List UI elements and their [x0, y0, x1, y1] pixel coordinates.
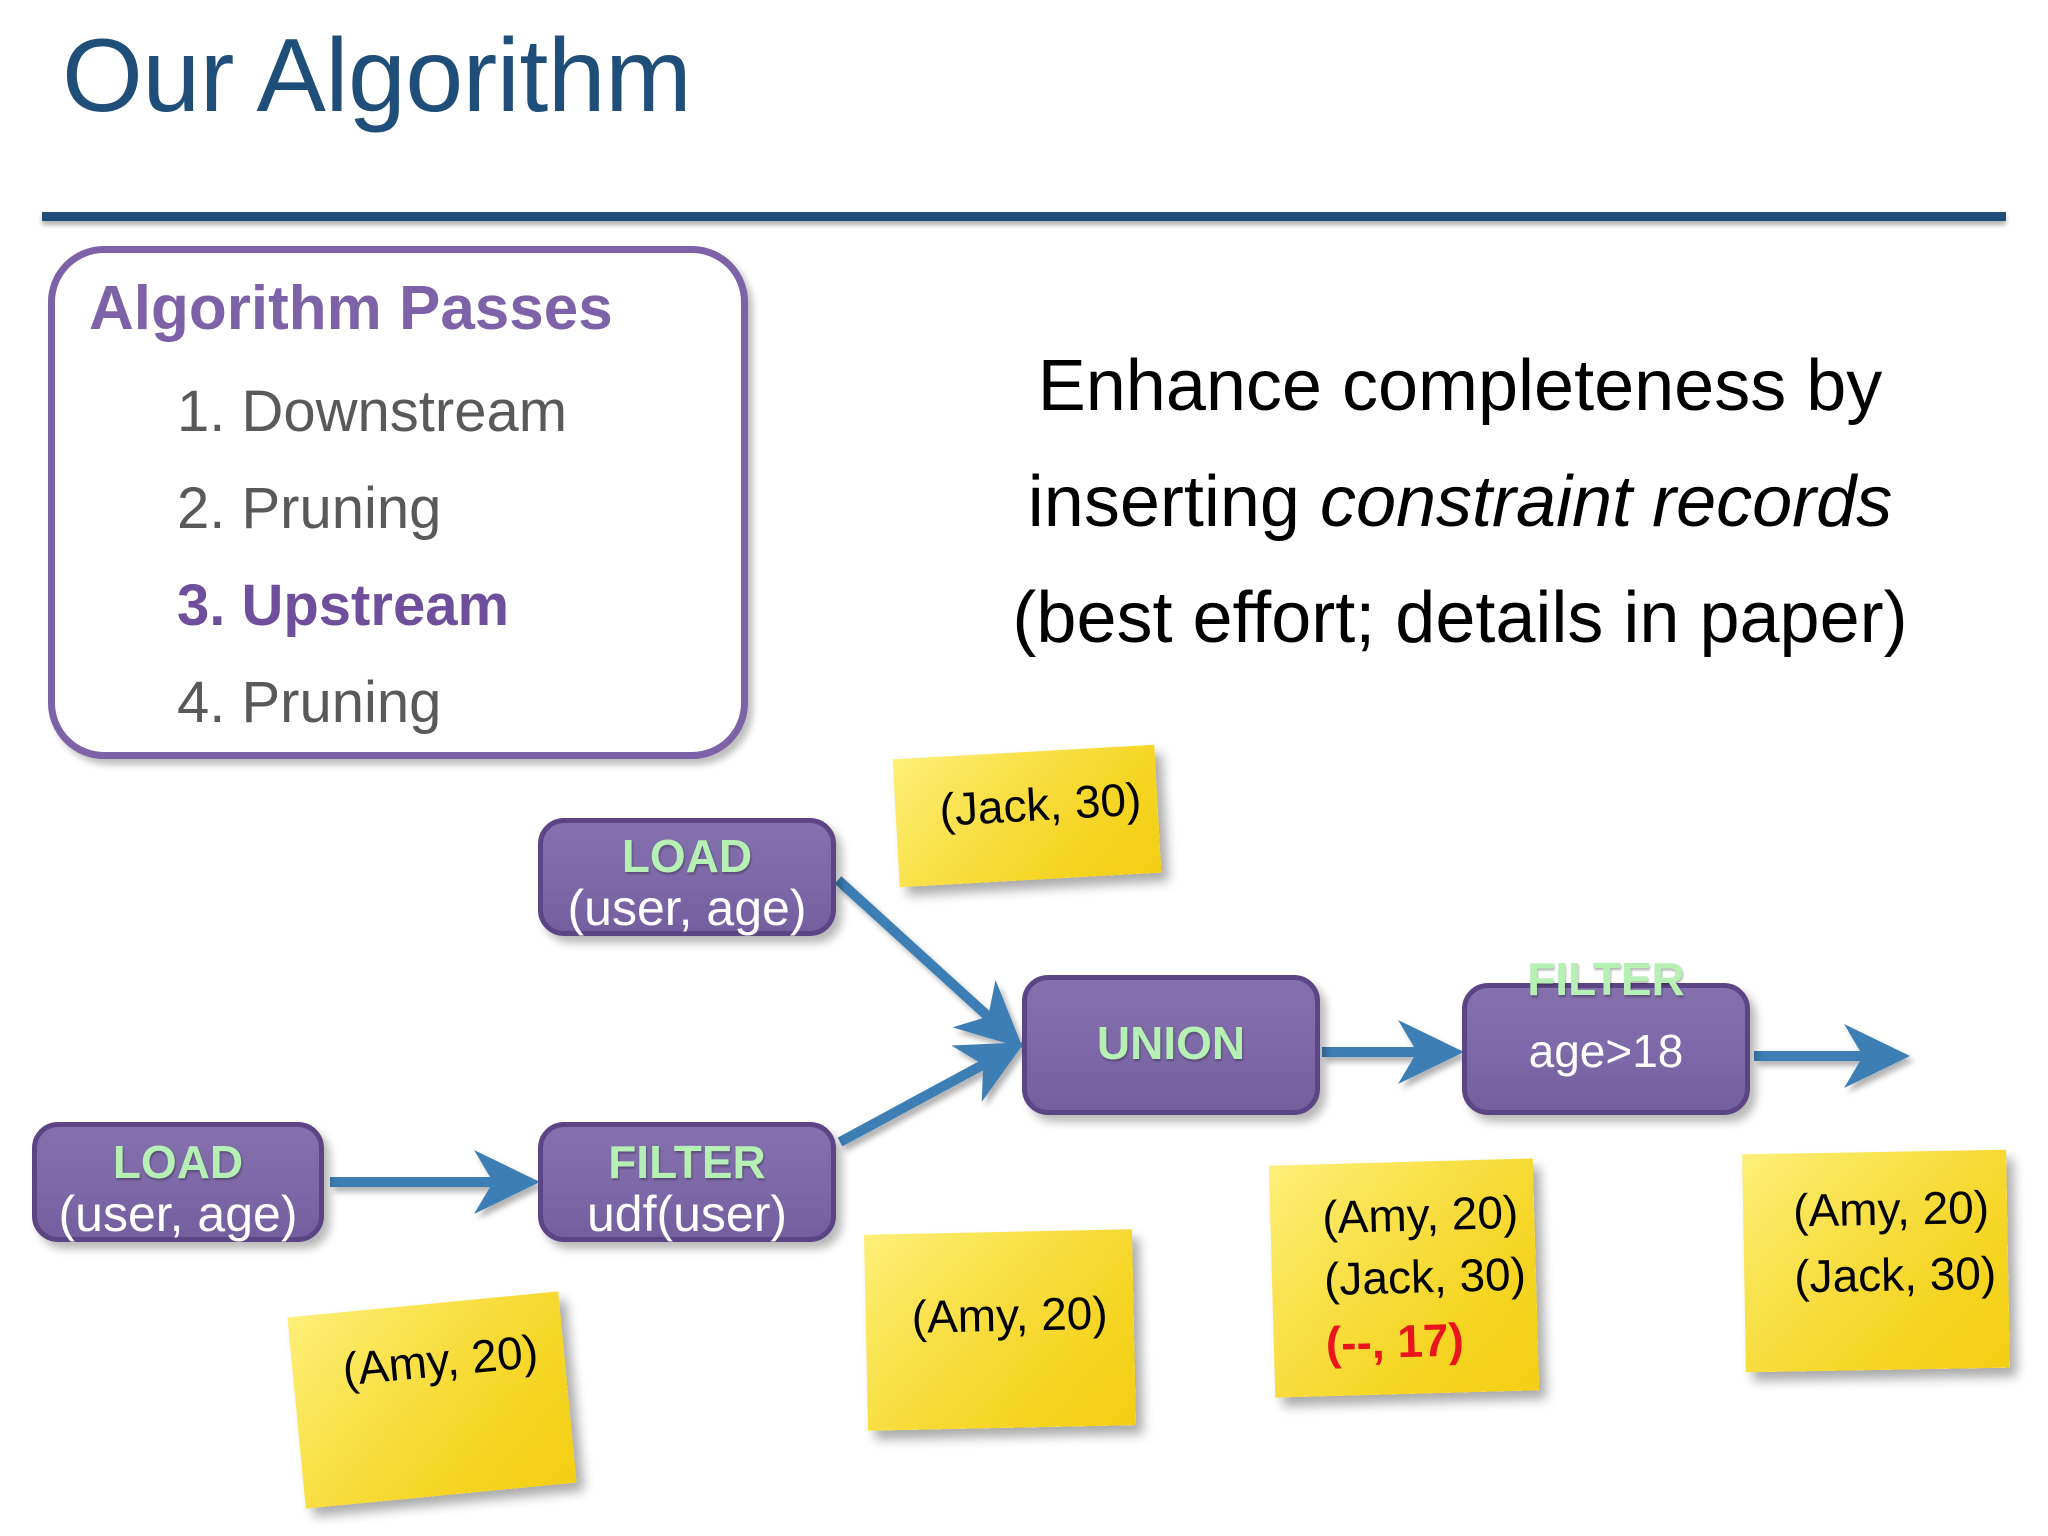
node-filter-udf[interactable]: FILTER udf(user) [538, 1122, 836, 1242]
node-filter-udf-argument: udf(user) [586, 1186, 788, 1242]
statement-line-2-emphasis: constraint records [1319, 462, 1893, 542]
arrow-filter-to-union [837, 1042, 1025, 1147]
sticky-note-jack: (Jack, 30) [892, 744, 1162, 888]
sticky-note-line: (Amy, 20) [1321, 1185, 1519, 1244]
node-filter-age-argument: age>18 [1528, 1025, 1684, 1077]
title-divider [42, 212, 2006, 221]
sticky-note-line: (Jack, 30) [1323, 1247, 1527, 1306]
sticky-note-line: (Jack, 30) [1793, 1246, 1997, 1303]
node-load-bottom-argument: (user, age) [58, 1186, 298, 1242]
sticky-note-amy-filter: (Amy, 20) [863, 1229, 1137, 1431]
algorithm-passes-panel: Algorithm Passes 1. Downstream 2. Prunin… [48, 246, 748, 759]
node-union-operator: UNION [1096, 1017, 1246, 1069]
node-filter-age[interactable]: FILTER age>18 [1462, 953, 1750, 1115]
sticky-note-amy-load: (Amy, 20) [287, 1291, 577, 1509]
node-load-top-argument: (user, age) [567, 880, 807, 936]
algorithm-passes-heading: Algorithm Passes [89, 274, 613, 343]
node-load-top[interactable]: LOAD (user, age) [538, 818, 836, 936]
pass-item-3[interactable]: 3. Upstream [177, 573, 510, 638]
sticky-note-union-output: (Amy, 20) (Jack, 30) (--, 17) [1268, 1158, 1540, 1398]
sticky-note-line: (Amy, 20) [340, 1324, 541, 1396]
statement-line-2-prefix: inserting [1027, 462, 1320, 542]
statement-line-2: inserting constraint records [880, 444, 2040, 560]
pass-item-4[interactable]: 4. Pruning [177, 670, 442, 735]
arrow-load-top-to-union [834, 876, 1023, 1049]
node-union[interactable]: UNION [1022, 975, 1320, 1115]
node-load-bottom-operator: LOAD [112, 1136, 244, 1188]
node-load-bottom[interactable]: LOAD (user, age) [32, 1122, 324, 1242]
sticky-note-line: (Amy, 20) [911, 1286, 1109, 1343]
algorithm-passes-list: 1. Downstream 2. Pruning 3. Upstream 4. … [177, 363, 737, 751]
sticky-note-line: (Jack, 30) [938, 772, 1143, 836]
statement-text: Enhance completeness by inserting constr… [880, 328, 2040, 676]
node-filter-udf-operator: FILTER [608, 1136, 766, 1188]
statement-line-1: Enhance completeness by [1037, 346, 1883, 426]
node-filter-age-operator: FILTER [1527, 953, 1685, 1005]
statement-line-3: (best effort; details in paper) [1012, 578, 1908, 658]
page-title: Our Algorithm [62, 18, 692, 134]
sticky-note-line: (Amy, 20) [1792, 1181, 1990, 1237]
sticky-note-filter-output: (Amy, 20) (Jack, 30) [1742, 1149, 2010, 1373]
pass-item-2[interactable]: 2. Pruning [177, 476, 442, 541]
node-load-top-operator: LOAD [621, 830, 753, 882]
sticky-note-constraint-record: (--, 17) [1325, 1313, 1465, 1370]
pass-item-1[interactable]: 1. Downstream [177, 379, 568, 444]
